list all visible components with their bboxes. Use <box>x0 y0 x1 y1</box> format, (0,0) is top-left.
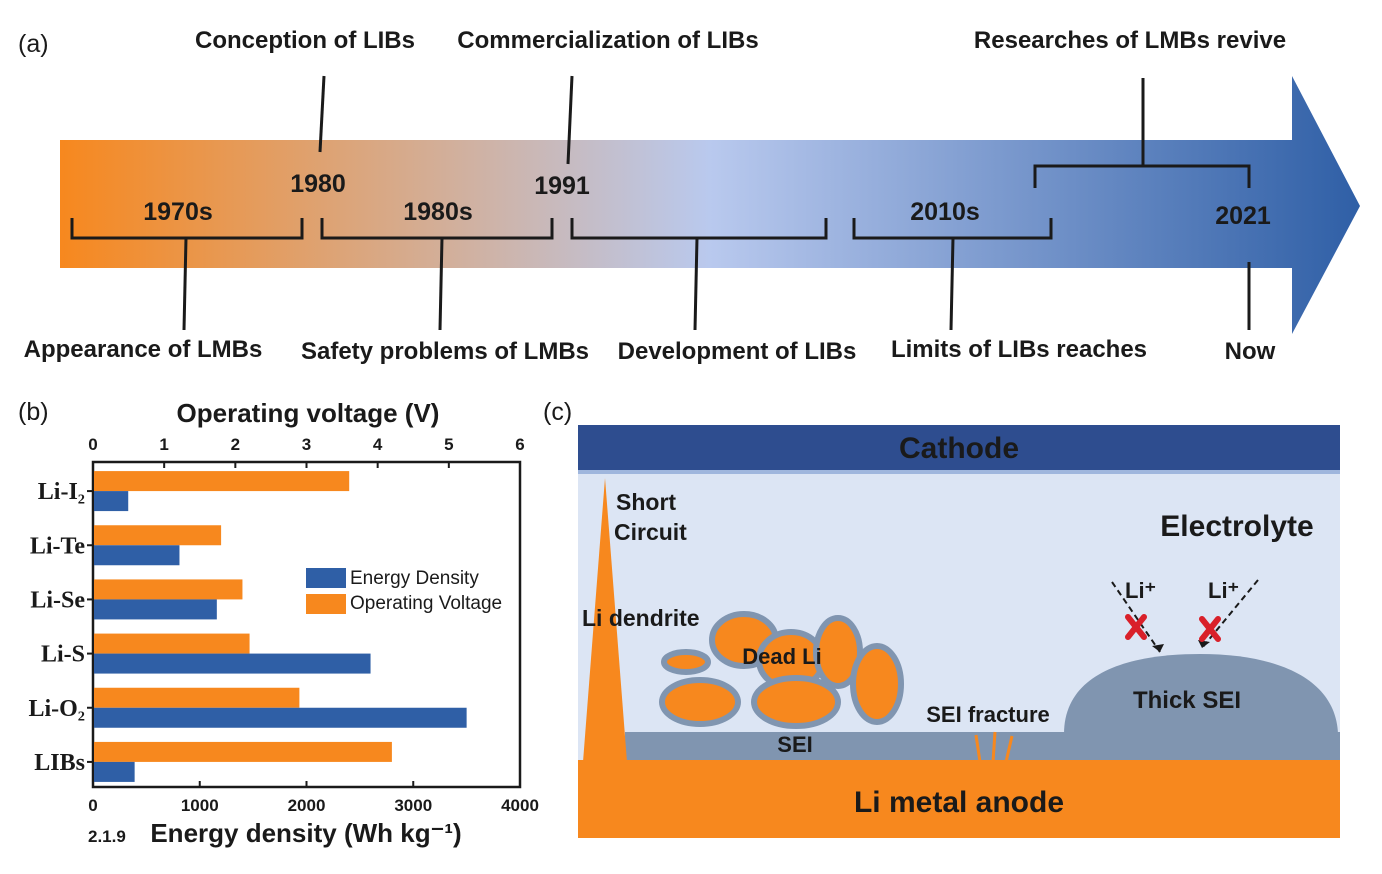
li-dendrite-label: Li dendrite <box>582 605 700 631</box>
category-label: Li-Te <box>30 533 85 559</box>
dead-li-particle <box>659 677 741 727</box>
bar-energy-density <box>94 761 135 782</box>
year-1980s: 1980s <box>403 198 473 226</box>
dead-li-cluster <box>659 611 904 729</box>
top-tick-label: 5 <box>444 435 453 454</box>
label-appearance-lmbs: Appearance of LMBs <box>24 336 263 363</box>
short-label-1: Short <box>616 489 676 515</box>
dead-li-label: Dead Li <box>742 644 821 669</box>
sei-label: SEI <box>777 732 812 757</box>
dead-li-particle <box>661 649 711 675</box>
top-tick-label: 3 <box>302 435 311 454</box>
bar-operating-voltage <box>94 471 350 492</box>
li-dendrite <box>583 478 627 762</box>
year-2021: 2021 <box>1215 202 1271 230</box>
thick-sei-label: Thick SEI <box>1133 687 1241 714</box>
bar-energy-density <box>94 491 129 512</box>
cathode-label: Cathode <box>899 432 1019 465</box>
li-metal-anode <box>578 760 1340 838</box>
bar-operating-voltage <box>94 525 222 546</box>
li-ion-label-left: Li⁺ <box>1125 578 1156 603</box>
short-label-2: Circuit <box>614 519 687 545</box>
bar-operating-voltage <box>94 579 243 600</box>
panel-b-tag: (b) <box>18 398 49 426</box>
bottom-tick-label: 2000 <box>288 796 326 815</box>
legend: Energy Density Operating Voltage <box>306 568 502 614</box>
category-label: LIBs <box>34 750 85 776</box>
cathode-layer <box>578 425 1340 474</box>
bottom-tick-label: 1000 <box>181 796 219 815</box>
bar-operating-voltage <box>94 633 250 654</box>
top-tick-label: 4 <box>373 435 383 454</box>
electrolyte-label: Electrolyte <box>1160 510 1313 543</box>
panel-c: (c) Cathode Electrolyte SEI Thick SEI Li… <box>543 398 1340 838</box>
year-2010s: 2010s <box>910 198 980 226</box>
panel-a-tag: (a) <box>18 30 49 58</box>
bottom-axis-title: Energy density (Wh kg⁻¹) <box>150 818 461 848</box>
bar-energy-density <box>94 707 467 728</box>
bottom-connectors <box>182 237 1251 331</box>
bar-energy-density <box>94 653 371 674</box>
legend-swatch-energy-density <box>306 568 346 588</box>
anode-label: Li metal anode <box>854 786 1064 819</box>
footer-code: 2.1.9 <box>88 827 126 846</box>
thick-sei <box>1064 654 1338 734</box>
bar-energy-density <box>94 599 217 620</box>
label-lmbs-revive: Researches of LMBs revive <box>974 27 1286 54</box>
top-axis-title: Operating voltage (V) <box>177 398 440 428</box>
top-connectors <box>318 75 1251 188</box>
sei-fracture-cracks <box>974 731 1014 763</box>
top-axis: 0 1 2 3 4 5 6 <box>88 435 525 468</box>
year-1970s: 1970s <box>143 198 213 226</box>
category-label: Li-I₂ <box>38 479 85 505</box>
bar-operating-voltage <box>94 687 300 708</box>
category-label: Li-O₂ <box>28 696 85 722</box>
li-ion-label-right: Li⁺ <box>1208 578 1239 603</box>
category-label: Li-Se <box>30 587 85 613</box>
legend-label-energy-density: Energy Density <box>350 568 479 589</box>
top-tick-label: 0 <box>88 435 97 454</box>
top-tick-label: 6 <box>515 435 524 454</box>
label-conception-libs: Conception of LIBs <box>195 27 415 54</box>
bar-operating-voltage <box>94 741 392 762</box>
bottom-tick-label: 0 <box>88 796 97 815</box>
period-brackets <box>70 218 1053 240</box>
blocked-icon <box>1125 614 1221 642</box>
label-now: Now <box>1225 338 1276 365</box>
panel-b: (b) Operating voltage (V) Energy density… <box>18 398 539 848</box>
bottom-axis: 0 1000 2000 3000 4000 <box>88 781 539 815</box>
category-label: Li-S <box>41 642 85 668</box>
bar-energy-density <box>94 545 180 566</box>
bottom-tick-label: 3000 <box>394 796 432 815</box>
legend-label-operating-voltage: Operating Voltage <box>350 593 502 614</box>
panel-c-tag: (c) <box>543 398 572 426</box>
plot-frame <box>91 460 522 789</box>
bars <box>94 471 467 782</box>
label-safety-problems-lmbs: Safety problems of LMBs <box>301 338 589 365</box>
dead-li-particle <box>751 675 841 729</box>
year-1980: 1980 <box>290 170 346 198</box>
dead-li-particle <box>850 643 904 725</box>
sei-fracture-label: SEI fracture <box>926 702 1050 727</box>
top-tick-label: 1 <box>159 435 168 454</box>
label-development-libs: Development of LIBs <box>618 338 857 365</box>
timeline-arrow <box>60 76 1360 334</box>
legend-swatch-operating-voltage <box>306 594 346 614</box>
top-tick-label: 2 <box>231 435 240 454</box>
panel-a: (a) Conception of LIBs Commercialization… <box>18 27 1360 365</box>
li-ion-paths <box>1111 579 1259 653</box>
sei-layer <box>625 732 1340 762</box>
bottom-tick-label: 4000 <box>501 796 539 815</box>
year-1991: 1991 <box>534 172 590 200</box>
label-limits-libs: Limits of LIBs reaches <box>891 336 1147 363</box>
label-commercialization-libs: Commercialization of LIBs <box>457 27 758 54</box>
